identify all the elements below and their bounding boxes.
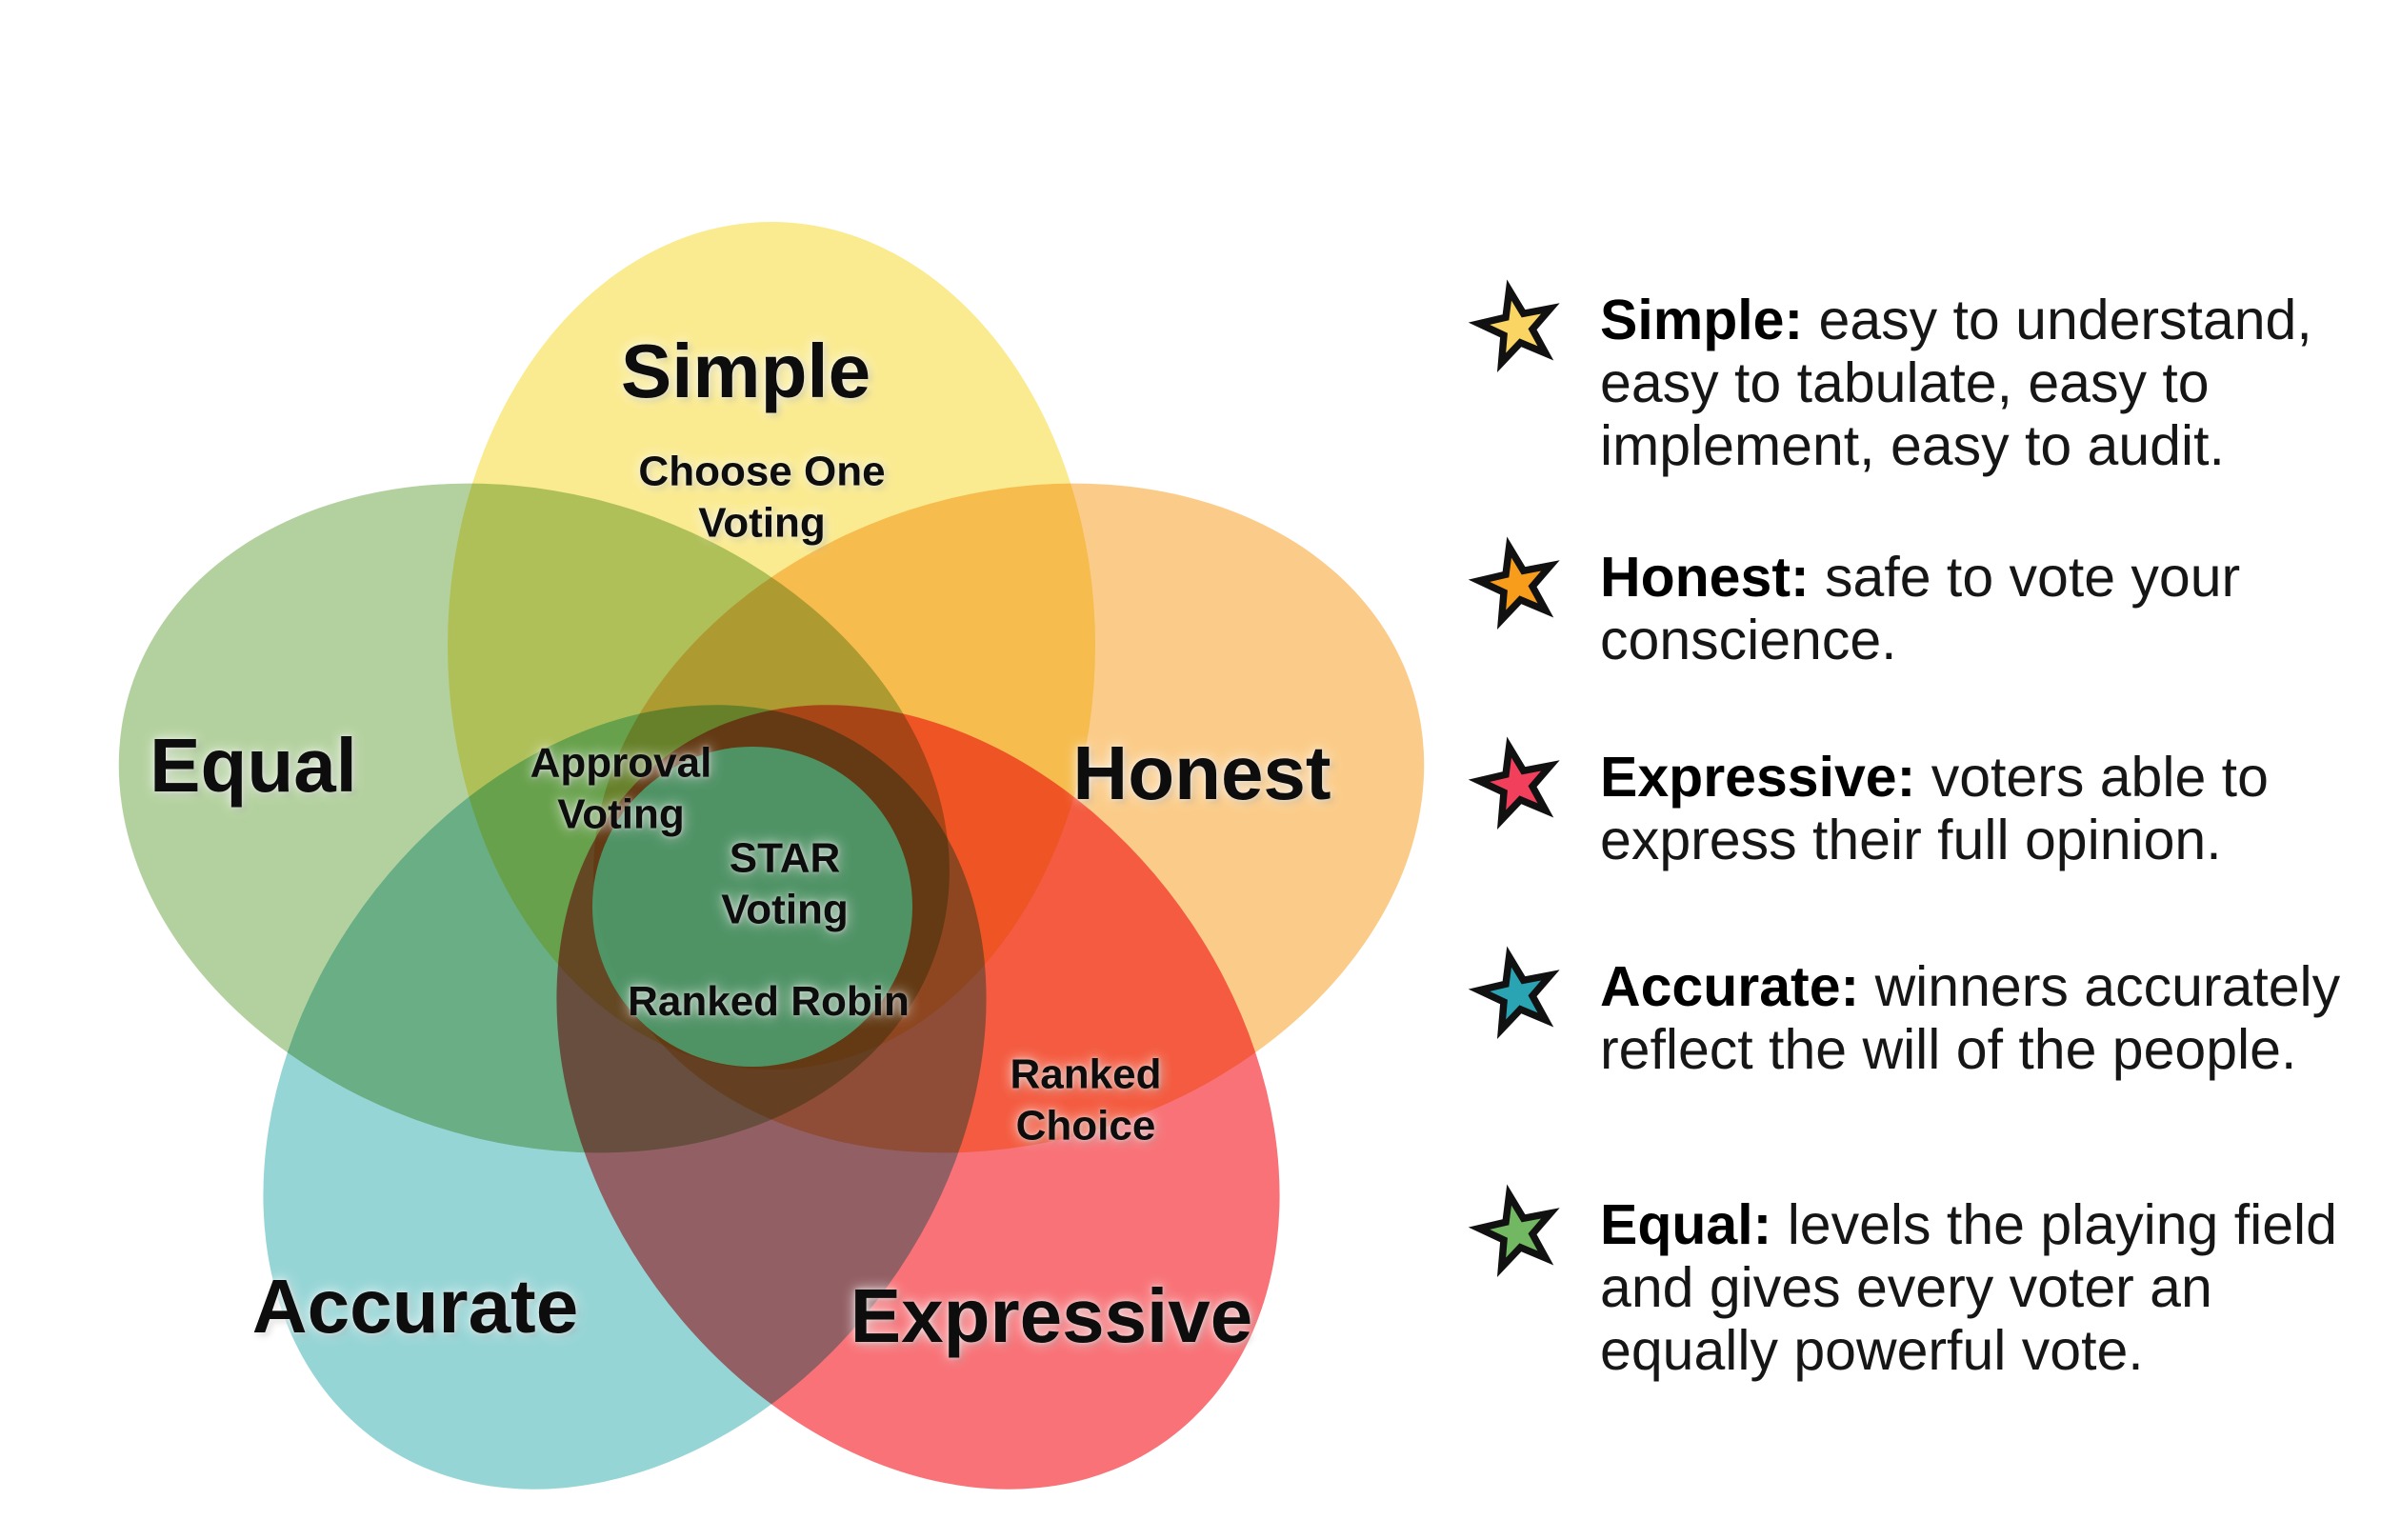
- legend-desc: easy to understand, easy to tabulate, ea…: [1600, 289, 2312, 477]
- legend-term: Expressive:: [1600, 746, 1916, 809]
- method-label-ranked-choice: Ranked Choice: [1010, 1050, 1162, 1149]
- legend-text: Expressive: voters able to express their…: [1600, 746, 2362, 871]
- legend-text: Honest: safe to vote your conscience.: [1600, 546, 2362, 671]
- legend-term: Equal:: [1600, 1193, 1772, 1256]
- method-label-ranked-robin: Ranked Robin: [628, 978, 910, 1026]
- star-icon-honest: [1468, 536, 1560, 630]
- star-icon-equal: [1468, 1184, 1560, 1278]
- legend-desc: levels the playing field and gives every…: [1600, 1193, 2337, 1382]
- petal-label-honest: Honest: [1072, 730, 1331, 815]
- legend-desc: safe to vote your conscience.: [1600, 546, 2241, 671]
- center-overlap-region: [592, 747, 912, 1067]
- method-label-approval-voting: Approval Voting: [530, 739, 712, 837]
- legend-text: Simple: easy to understand, easy to tabu…: [1600, 289, 2362, 477]
- legend-term: Accurate:: [1600, 955, 1860, 1018]
- star-shape: [1468, 946, 1560, 1040]
- star-shape: [1468, 279, 1560, 373]
- star-shape: [1468, 736, 1560, 830]
- method-label-choose-one-voting: Choose One Voting: [638, 448, 886, 546]
- petal-label-simple: Simple: [620, 328, 871, 413]
- star-shape: [1468, 536, 1560, 630]
- method-label-star-voting: STAR Voting: [721, 834, 849, 932]
- legend-term: Simple:: [1600, 289, 1804, 351]
- star-icon-simple: [1468, 279, 1560, 373]
- petal-label-expressive: Expressive: [850, 1272, 1253, 1358]
- petal-label-equal: Equal: [150, 722, 357, 808]
- legend-text: Accurate: winners accurately reflect the…: [1600, 955, 2362, 1081]
- legend: Simple: easy to understand, easy to tabu…: [1467, 0, 2371, 1540]
- star-icon-accurate: [1468, 946, 1560, 1040]
- star-shape: [1468, 1184, 1560, 1278]
- legend-desc: voters able to express their full opinio…: [1600, 746, 2269, 871]
- star-icon-expressive: [1468, 736, 1560, 830]
- legend-text: Equal: levels the playing field and give…: [1600, 1193, 2362, 1382]
- petal-label-accurate: Accurate: [251, 1263, 579, 1349]
- legend-desc: winners accurately reflect the will of t…: [1600, 955, 2341, 1081]
- legend-term: Honest:: [1600, 546, 1810, 609]
